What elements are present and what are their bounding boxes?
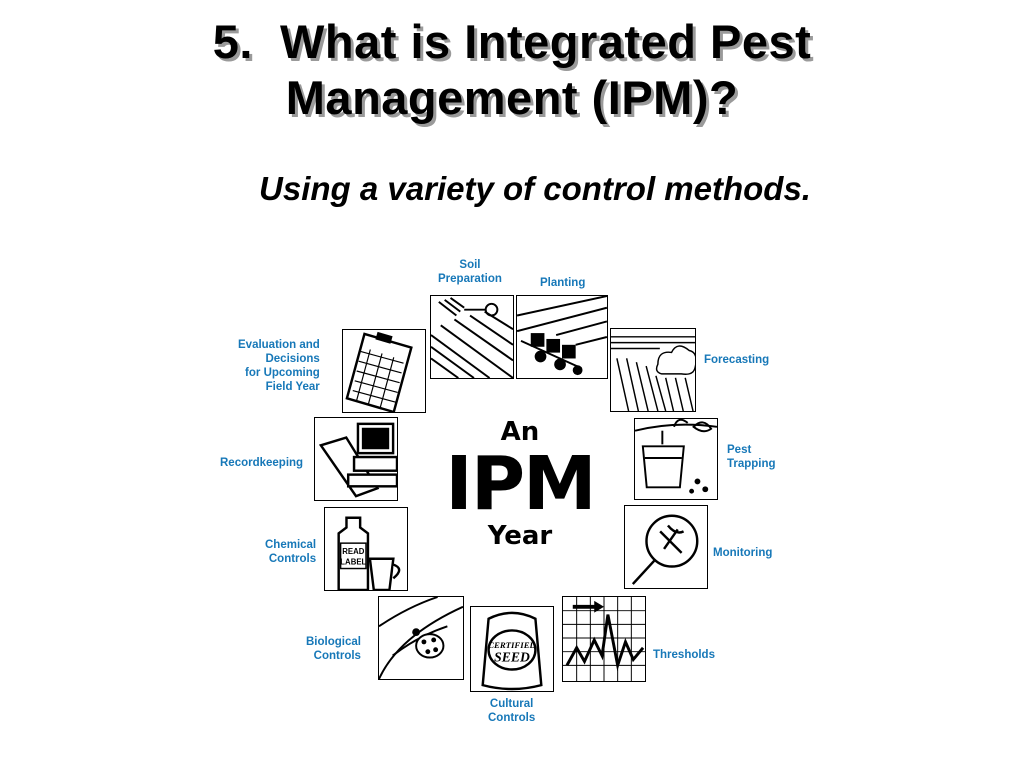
stage-label-biological-controls: Biological Controls [306,636,361,662]
svg-text:READ: READ [342,547,364,556]
stage-panel-evaluation [342,329,426,413]
stage-label-monitoring: Monitoring [713,547,773,559]
center-an: An [500,417,540,447]
stage-panel-soil-preparation [430,295,514,379]
magnifier-icon [631,514,699,585]
ipm-year-diagram: An IPM Year Soil Preparation Planting [210,250,810,740]
stage-label-recordkeeping: Recordkeeping [220,457,304,469]
slide-title: 5. What is Integrated Pest Management (I… [0,14,1024,126]
stage-label-soil-preparation: Soil Preparation [438,259,502,285]
stage-panel-cultural-controls: CERTIFIED SEED [470,606,554,692]
threshold-graph-icon [563,597,645,681]
stage-label-thresholds: Thresholds [653,649,715,661]
ladybug-icon [379,597,463,679]
title-line-2: Management (IPM)? [285,71,739,124]
stage-panel-forecasting [610,328,696,412]
diagram-center-title: An IPM Year [435,418,605,550]
clipboard-icon [345,331,413,412]
svg-text:CERTIFIED: CERTIFIED [488,640,536,650]
stage-panel-planting [516,295,608,379]
stage-panel-biological-controls [378,596,464,680]
seed-bag-icon: CERTIFIED SEED [481,611,543,691]
chemical-jug-icon: READ LABEL [337,516,401,590]
center-ipm: IPM [445,441,596,527]
trap-icon [635,419,717,494]
stage-label-chemical-controls: Chemical Controls [265,539,317,565]
stage-panel-recordkeeping [314,417,398,501]
svg-text:SEED: SEED [494,650,530,665]
slide-subtitle: Using a variety of control methods. [259,170,811,207]
stage-label-evaluation: Evaluation and Decisions for Upcoming Fi… [238,339,320,393]
computer-icon [318,422,397,498]
stage-panel-pest-trapping [634,418,718,500]
svg-text:LABEL: LABEL [340,558,366,567]
title-line-1: 5. What is Integrated Pest [212,15,812,68]
plow-icon [431,297,513,378]
stage-label-planting: Planting [540,277,586,289]
stage-label-forecasting: Forecasting [704,354,770,366]
cloud-rain-icon [611,336,695,411]
stage-label-pest-trapping: Pest Trapping [727,444,776,470]
stage-panel-monitoring [624,505,708,589]
stage-panel-chemical-controls: READ LABEL [324,507,408,591]
planter-icon [517,296,607,376]
stage-label-cultural-controls: Cultural Controls [488,698,536,724]
center-year: Year [487,521,553,551]
stage-panel-thresholds [562,596,646,682]
